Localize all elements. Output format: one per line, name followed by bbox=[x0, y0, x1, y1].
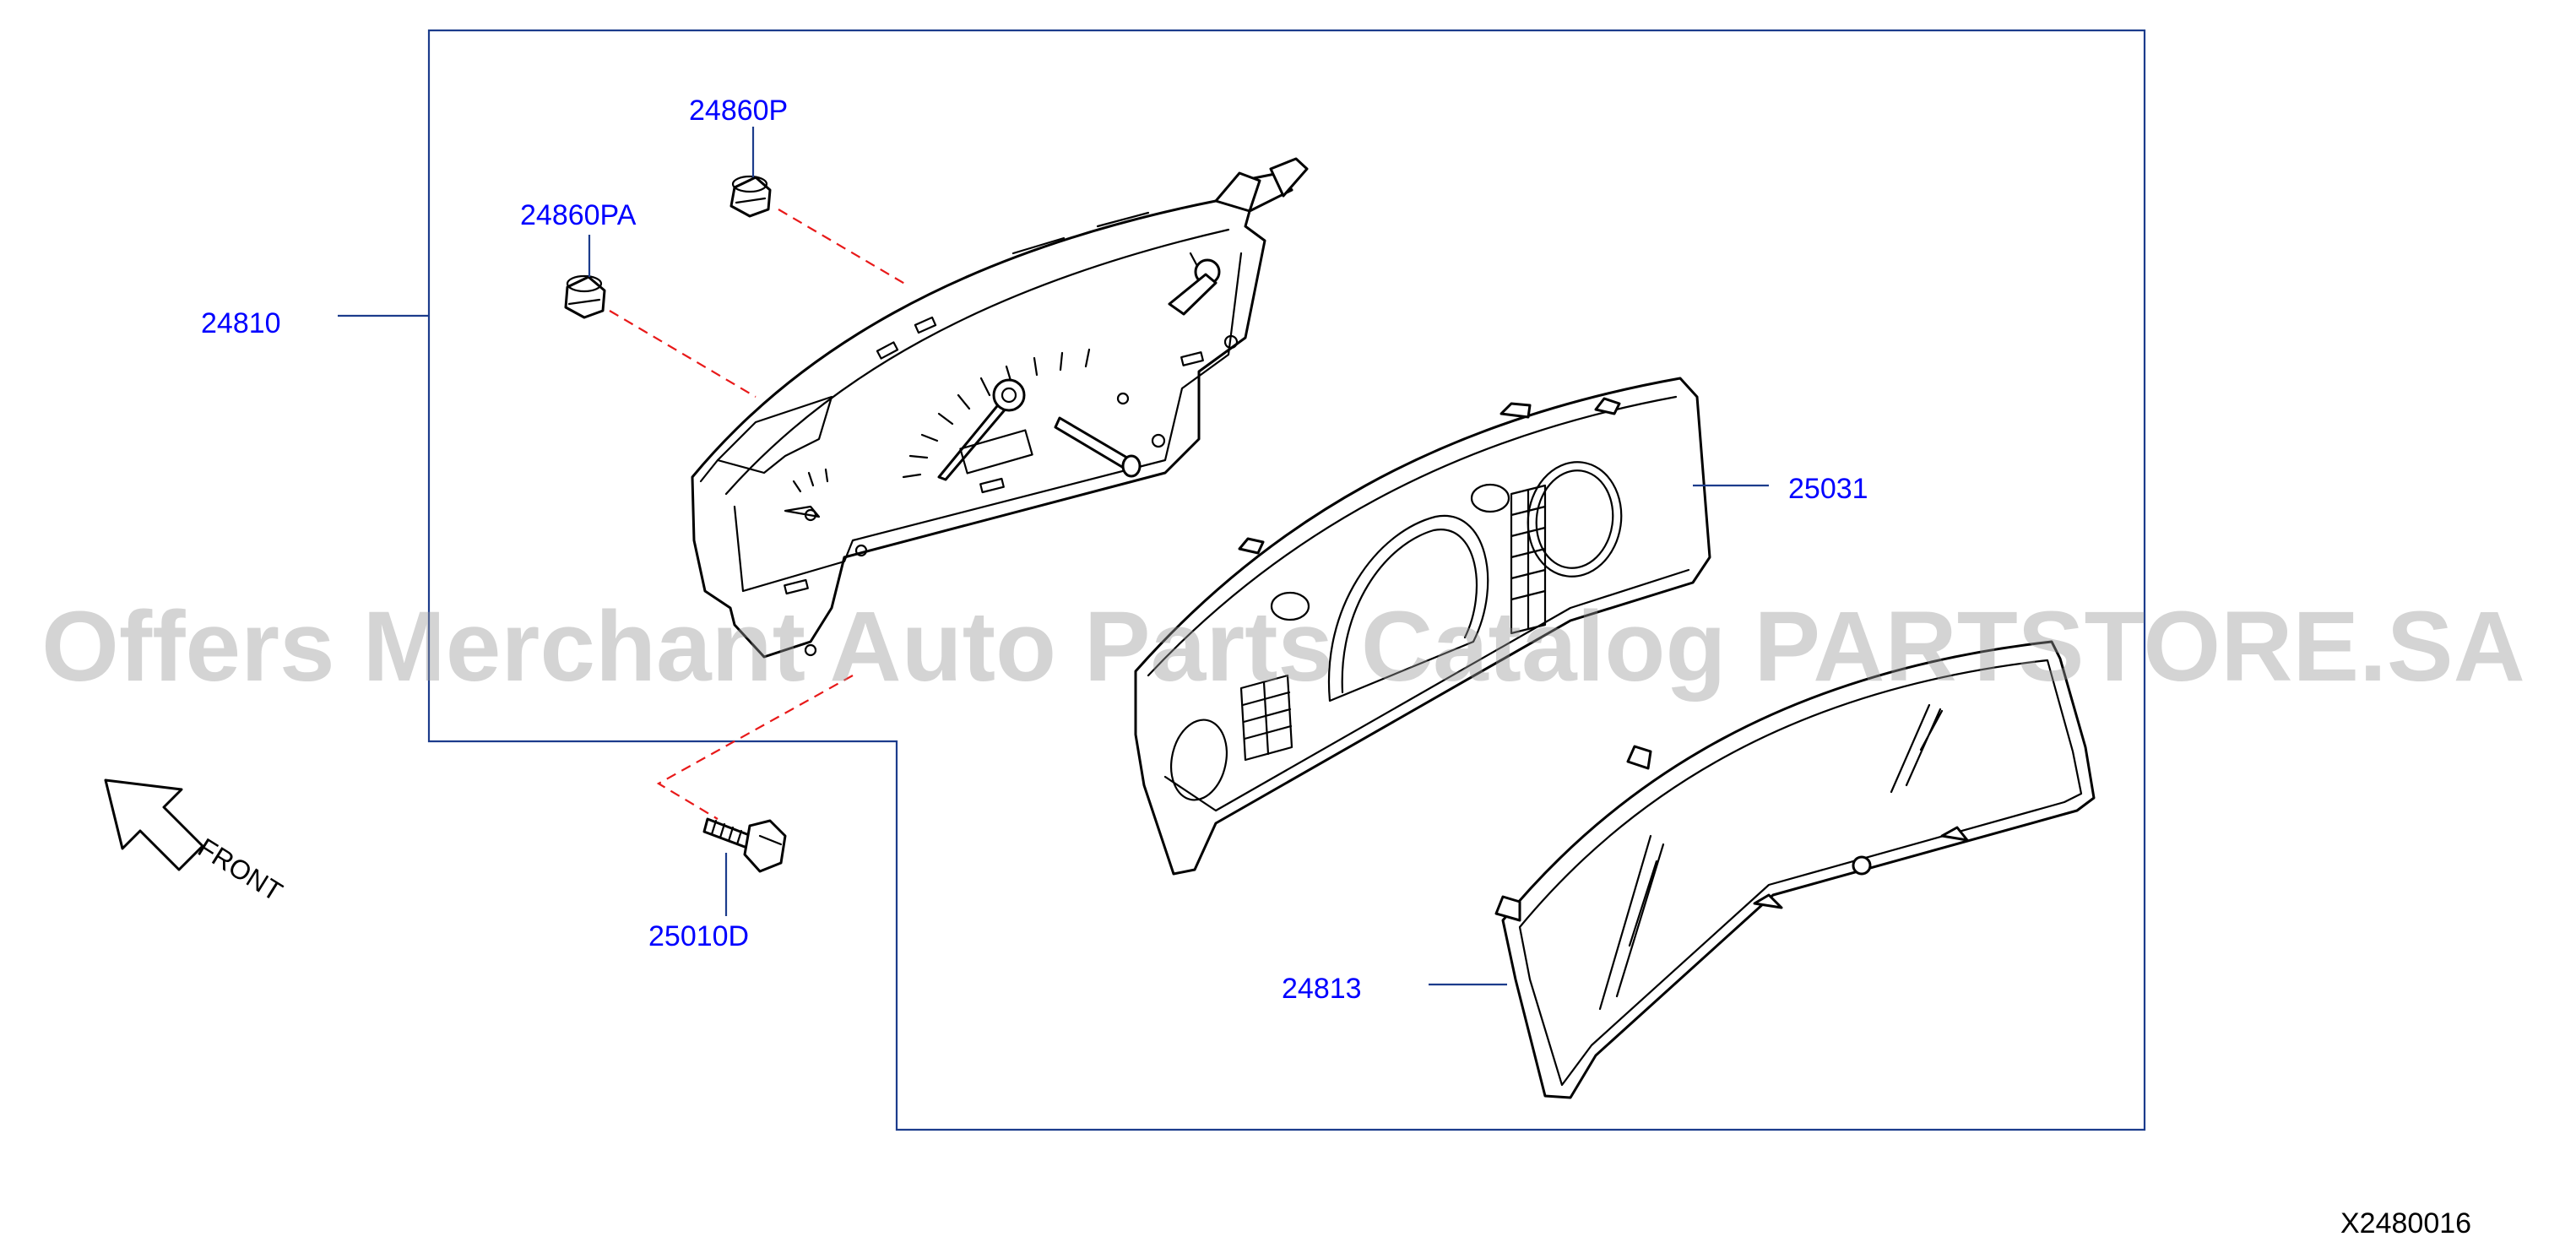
bulb-lower-guide bbox=[609, 310, 757, 398]
temperature-gauge bbox=[1168, 252, 1221, 316]
fuel-gauge bbox=[784, 468, 829, 522]
speedometer-dial bbox=[902, 348, 1091, 481]
cluster-callout[interactable]: 24810 bbox=[201, 307, 281, 339]
diagram-id: X2480016 bbox=[2340, 1207, 2471, 1239]
bulb-upper-callout[interactable]: 24860P bbox=[689, 95, 788, 127]
front-label: FRONT bbox=[193, 832, 288, 907]
combination-meter-part[interactable] bbox=[691, 157, 1309, 659]
bulb-upper-part[interactable] bbox=[729, 175, 772, 218]
bulb-lower-part[interactable] bbox=[564, 274, 606, 319]
arrow-up-left-icon bbox=[104, 778, 204, 871]
screw-part[interactable] bbox=[702, 817, 787, 873]
bulb-lower-callout[interactable]: 24860PA bbox=[520, 199, 637, 231]
meter-lens-part[interactable] bbox=[1494, 640, 2096, 1099]
meter-finisher-part[interactable] bbox=[1134, 377, 1711, 876]
warning-lamp-grid-right bbox=[1510, 484, 1547, 635]
bulb-upper-guide bbox=[778, 209, 908, 286]
watermark: Offers Merchant Auto Parts Catalog PARTS… bbox=[41, 591, 2525, 702]
warning-lamp-grid-left bbox=[1239, 674, 1293, 762]
screw-guide bbox=[656, 675, 854, 820]
screw-callout[interactable]: 25010D bbox=[648, 920, 749, 952]
assembly-boundary bbox=[427, 29, 2146, 1131]
front-indicator: FRONT bbox=[104, 778, 288, 907]
lens-callout[interactable]: 24813 bbox=[1282, 973, 1362, 1005]
finisher-callout[interactable]: 25031 bbox=[1788, 473, 1868, 505]
